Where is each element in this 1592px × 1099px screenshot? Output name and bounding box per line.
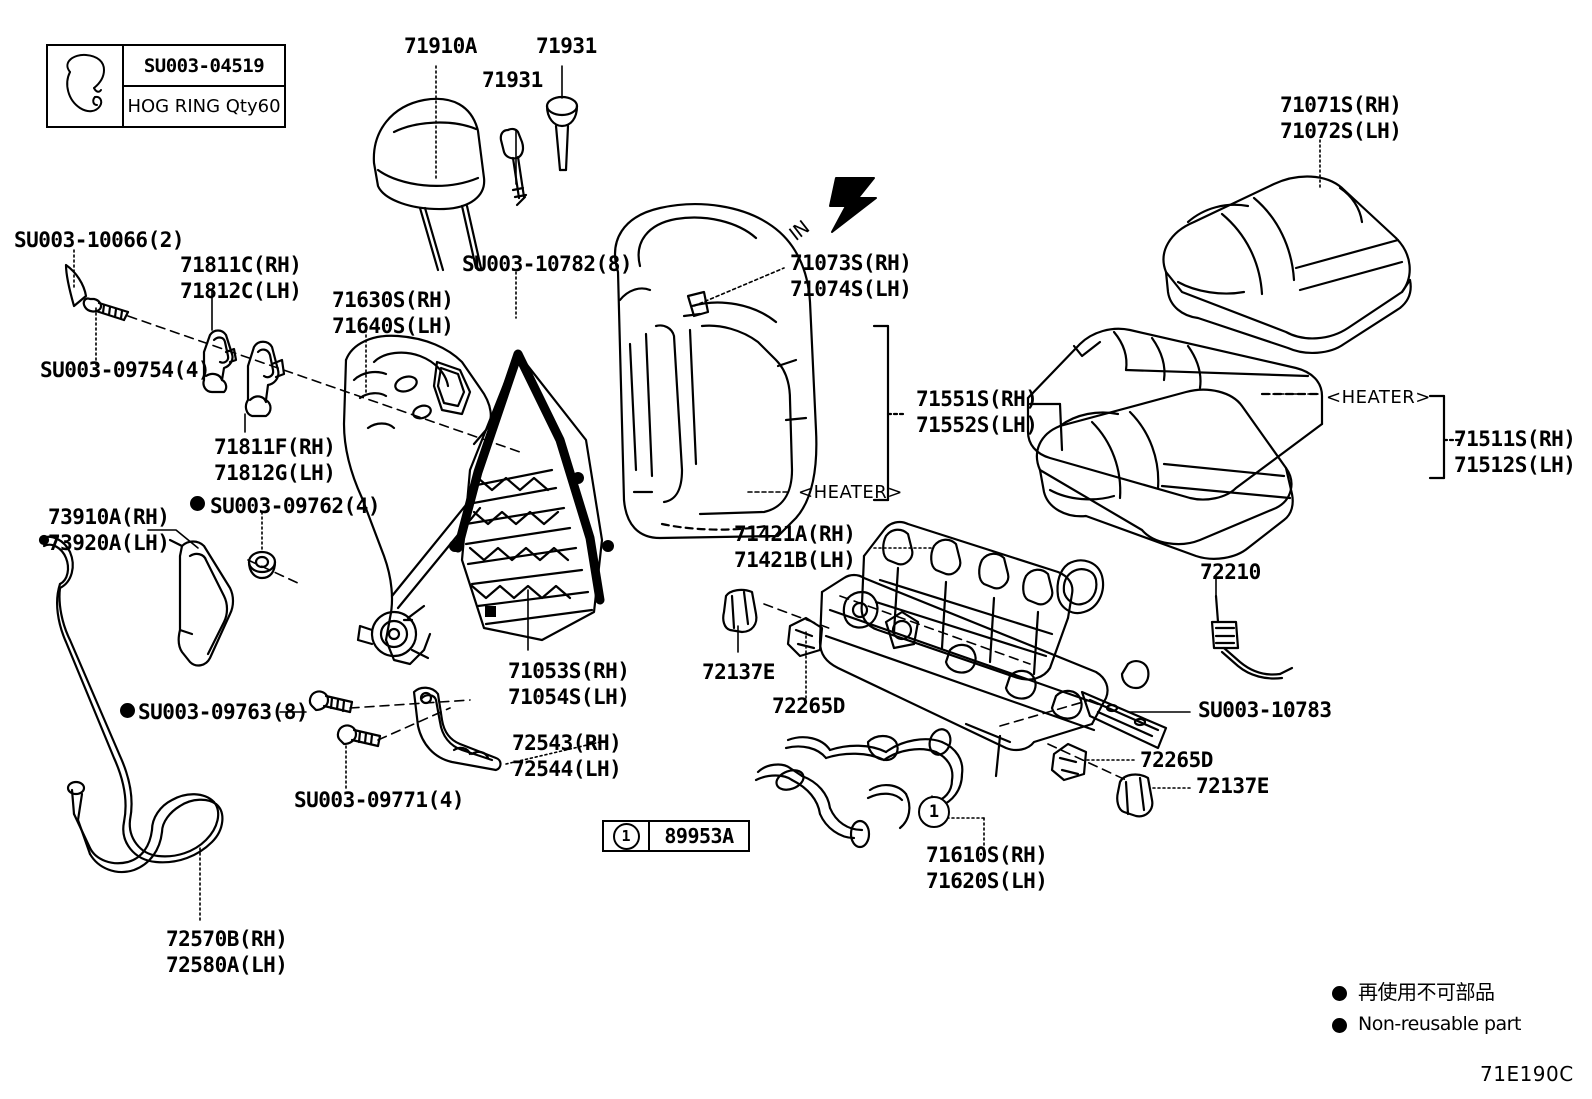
reference-part-number: 89953A [664,824,734,848]
label-71620s: 71620S(LH) [926,869,1048,893]
legend-dot-japanese [1332,986,1347,1001]
label-73910a: 73910A(RH) [48,505,170,529]
hog-ring-key-box: SU003-04519 HOG RING Qty60 [46,44,286,128]
label-72570b: 72570B(RH) [166,927,288,951]
seat-back-cover-71073s [615,204,816,538]
label-73920a: 73920A(LH) [48,531,170,555]
nut-su003-09762 [249,552,275,578]
hog-ring-part-number: SU003-04519 [124,46,284,87]
bracket-71551s [874,326,888,500]
label-71812c: 71812C(LH) [180,279,302,303]
seat-cushion-pad-71511s [1028,329,1322,559]
nonreusable-dot-su003-09763 [120,703,135,718]
reference-callout-number-cell: 1 [604,822,650,850]
label-72544: 72544(LH) [512,757,622,781]
legend-text-japanese: 再使用不可部品 [1358,980,1495,1004]
label-71074s: 71074S(LH) [790,277,912,301]
in-arrow [830,178,876,232]
headrest-art [374,99,484,270]
label-su003-10783: SU003-10783 [1198,698,1332,722]
label-su003-09754: SU003-09754(4) [40,358,211,382]
label-71811c: 71811C(RH) [180,253,302,277]
callout-circle-1: 1 [612,822,640,850]
hog-ring-icon-cell [48,46,124,126]
label-71552s: 71552S(LH) [916,413,1038,437]
label-su003-10782: SU003-10782(8) [462,252,633,276]
legend-text-english: Non-reusable part [1358,1013,1521,1035]
pad-clip-dots [449,472,614,617]
label-71931-right: 71931 [536,34,597,58]
hog-ring-description: HOG RING Qty60 [127,96,281,117]
label-su003-09762: SU003-09762(4) [210,494,381,518]
callout-marker-1: 1 [918,796,950,828]
label-72210: 72210 [1200,560,1261,584]
clip-72265d-right [1052,744,1086,780]
clip-72137e-left [723,590,756,632]
label-72265d-left: 72265D [772,694,845,718]
label-72137e-left: 72137E [702,660,775,684]
bolt-su003-09763 [310,691,352,712]
label-su003-09771: SU003-09771(4) [294,788,465,812]
label-71931-left: 71931 [482,68,543,92]
nonreusable-dot-su003-09762 [190,496,205,511]
leader-lines [74,66,1320,920]
clip-su003-10066 [66,265,86,306]
label-71640s: 71640S(LH) [332,314,454,338]
label-71551s: 71551S(RH) [916,387,1038,411]
clip-72265d-left [788,618,822,656]
legend-dot-english [1332,1018,1347,1033]
bolt-71931-left [501,129,526,205]
in-direction-label: IN [785,216,814,246]
label-71630s: 71630S(RH) [332,288,454,312]
wire-harness-89953a [756,726,962,847]
label-71073s: 71073S(RH) [790,251,912,275]
label-71421a: 71421A(RH) [734,522,856,546]
bolt-71931-right [547,97,577,170]
label-71812g: 71812G(LH) [214,461,336,485]
label-71421b: 71421B(LH) [734,548,856,572]
label-72137e-right: 72137E [1196,774,1269,798]
cable-72210 [1212,596,1292,679]
label-heater-cushion: <HEATER> [1326,387,1431,408]
label-71910a: 71910A [404,34,477,58]
reference-callout-box: 1 89953A [602,820,750,852]
slide-rail-lower [1082,692,1166,748]
seat-back-pad-71053s [458,352,602,640]
bolt-su003-09771 [338,725,380,746]
label-72543: 72543(RH) [512,731,622,755]
clip-72137e-right [1117,775,1152,817]
label-su003-10066: SU003-10066(2) [14,228,185,252]
label-su003-09763: SU003-09763(8) [138,700,309,724]
armrest-73910a [170,540,233,665]
label-71511s: 71511S(RH) [1454,427,1576,451]
label-71071s: 71071S(RH) [1280,93,1402,117]
label-72580a: 72580A(LH) [166,953,288,977]
label-71072s: 71072S(LH) [1280,119,1402,143]
hinge-cover-71811f [246,342,284,416]
label-71054s: 71054S(LH) [508,685,630,709]
label-71610s: 71610S(RH) [926,843,1048,867]
bracket-71511s [1430,396,1444,478]
screw-su003-09754 [84,299,128,320]
label-heater-back: <HEATER> [798,482,903,503]
label-71512s: 71512S(LH) [1454,453,1576,477]
label-71053s: 71053S(RH) [508,659,630,683]
seat-cushion-cover-71071s [1164,177,1411,353]
label-72265d-right: 72265D [1140,748,1213,772]
seat-frame-assembly-71610s [820,522,1148,776]
figure-code: 71E190C [1480,1062,1574,1086]
hinge-bracket-72543 [414,688,501,770]
label-71811f: 71811F(RH) [214,435,336,459]
